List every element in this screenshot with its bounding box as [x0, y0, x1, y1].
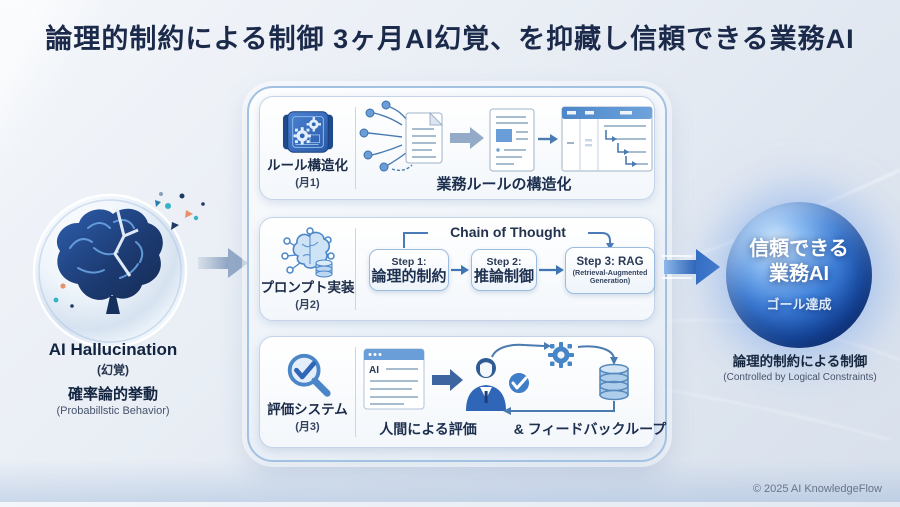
feedback-loop-arrows — [491, 343, 615, 412]
goal-caption-ja: 論理的制約による制御 — [732, 354, 868, 369]
behavior-label-en: (Probabillstic Behavior) — [56, 405, 170, 417]
step1-number: Step 1: — [391, 256, 427, 268]
step3-number: Step 3: RAG — [576, 255, 644, 268]
hallucination-labels: AI Hallucination (幻覚) 確率論的挙動 (Probabills… — [8, 340, 218, 417]
row1-left: ルール構造化 (月1) — [260, 97, 355, 199]
step2-text: 推論制御 — [473, 268, 534, 285]
row1-label: ルール構造化 — [267, 157, 348, 173]
row1-month: (月1) — [295, 177, 320, 190]
glitch-particles — [53, 192, 205, 308]
database-icon — [599, 363, 629, 401]
page-title: 論理的制約による制御 3ヶ月AI幻覚、を抑藏し信頼できる業務AI — [45, 24, 855, 54]
human-reviewer-icon — [466, 358, 506, 411]
document-icon — [405, 111, 444, 164]
ai-label: AI — [369, 365, 379, 376]
row2-month: (月2) — [295, 299, 320, 312]
bottom-gradient — [0, 460, 900, 502]
copyright: © 2025 AI KnowledgeFlow — [752, 483, 882, 495]
row-divider — [355, 228, 356, 310]
step2-number: Step 2: — [486, 256, 522, 268]
structured-document-icon — [489, 108, 535, 172]
row-prompt-implementation: プロンプト実装 (月2) Chain of Thought Step 1: 論理… — [259, 217, 655, 321]
flow-arrow-left-icon — [198, 248, 248, 278]
data-nodes-icon — [359, 100, 413, 172]
hallucination-title: AI Hallucination — [48, 340, 178, 359]
blueprint-icon — [282, 110, 333, 153]
row1-caption: 業務ルールの構造化 — [436, 176, 572, 193]
goal-line3: ゴール達成 — [766, 297, 832, 312]
evaluation-illustration: AI — [363, 342, 629, 415]
flow-arrow-right-icon — [662, 249, 720, 285]
cot-step-1: Step 1: 論理的制約 — [369, 249, 449, 291]
behavior-label: 確率論的挙動 — [67, 386, 158, 403]
database-icon — [315, 259, 332, 278]
goal-sphere: 信頼できる 業務AI ゴール達成 — [726, 202, 872, 348]
goal-line2: 業務AI — [769, 263, 829, 285]
rule-table-icon — [561, 106, 653, 172]
row-divider — [355, 347, 356, 437]
row3-label: 評価システム — [267, 401, 348, 417]
goal-caption: 論理的制約による制御 (Controlled by Logical Constr… — [700, 350, 900, 383]
check-badge-icon — [507, 371, 531, 395]
rule-structuring-illustration — [359, 100, 653, 172]
row3-month: (月3) — [295, 421, 320, 434]
goal-caption-en: (Controlled by Logical Constraints) — [723, 372, 877, 383]
row3-caption-feedback: & フィードバックループ — [513, 421, 667, 437]
row2-label: プロンプト実装 — [260, 279, 355, 295]
hallucination-sphere — [20, 186, 210, 352]
ai-window-icon: AI — [363, 348, 425, 410]
brain-icon — [56, 207, 163, 314]
step3-text: (Retrieval-Augmented Generation) — [572, 267, 648, 285]
row3-caption-human: 人間による評価 — [379, 421, 477, 437]
row-rule-structuring: ルール構造化 (月1) — [259, 96, 655, 200]
cot-step-2: Step 2: 推論制御 — [471, 249, 537, 291]
chain-of-thought-title: Chain of Thought — [450, 224, 566, 240]
row-evaluation-system: 評価システム (月3) AI — [259, 336, 666, 448]
arrow-icon — [538, 134, 558, 144]
arrow-icon — [450, 127, 484, 149]
goal-line1: 信頼できる — [749, 238, 849, 260]
row3-left: 評価システム (月3) — [260, 337, 355, 447]
magnifier-check-icon — [287, 353, 331, 397]
cot-step-3: Step 3: RAG (Retrieval-Augmented Generat… — [565, 247, 655, 294]
gear-icon — [548, 342, 574, 368]
row2-left: プロンプト実装 (月2) — [260, 218, 355, 320]
hallucination-title-ja: (幻覚) — [97, 363, 129, 377]
prompt-brain-icon — [280, 226, 335, 278]
row-divider — [355, 107, 356, 189]
glass-sphere-brain-icon — [32, 192, 205, 349]
arrow-icon — [432, 369, 463, 391]
step1-text: 論理的制約 — [371, 268, 447, 285]
